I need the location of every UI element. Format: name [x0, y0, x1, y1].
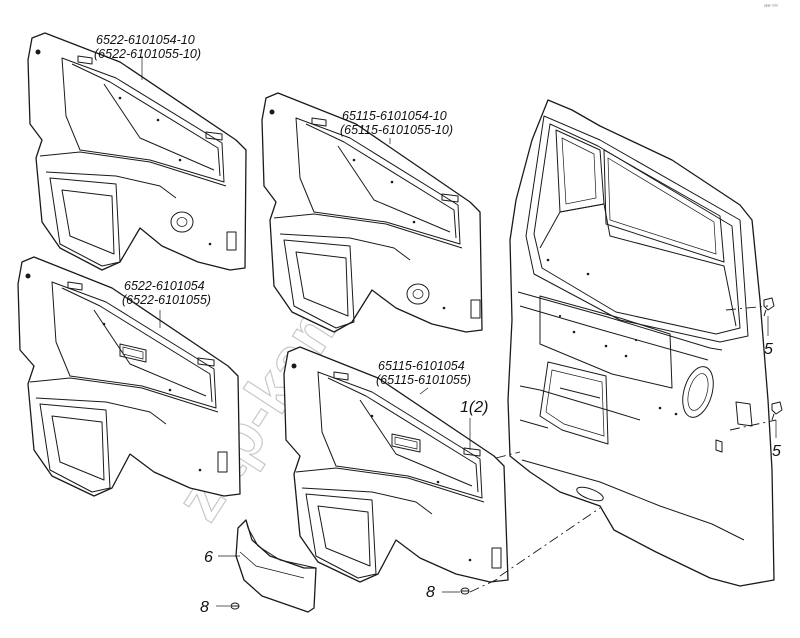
label-mid-center-line2: (65115-6101055) [376, 373, 471, 387]
label-top-left-line1: 6522-6101054-10 [96, 33, 195, 47]
cab-door-frame [507, 99, 775, 587]
callout-main-part: 1(2) [460, 399, 488, 416]
door-panel-mid-center [283, 346, 509, 583]
leader-lines [141, 56, 777, 607]
callout-pocket: 6 [204, 549, 213, 566]
label-mid-left-line2: (6522-6101055) [122, 293, 211, 307]
door-pocket-part [235, 519, 317, 613]
screw-left [230, 602, 240, 610]
callout-clip-upper: 5 [764, 341, 773, 358]
label-top-center-line2: (65115-6101055-10) [340, 123, 453, 137]
label-top-left-line2: (6522-6101055-10) [94, 47, 201, 61]
screw-right [460, 587, 470, 595]
door-clip-upper [763, 297, 775, 317]
door-clip-lower [771, 401, 783, 421]
door-panel-top-center [261, 92, 483, 333]
label-mid-center-line1: 65115-6101054 [378, 359, 465, 373]
callout-screw-left: 8 [200, 599, 209, 616]
label-top-center-line1: 65115-6101054-10 [342, 109, 447, 123]
callout-clip-lower: 5 [772, 443, 781, 460]
label-mid-left-line1: 6522-6101054 [124, 279, 205, 293]
corner-code: ᴳᴿᴾ ⁰⁰⁰ [764, 4, 778, 10]
door-panel-mid-left [17, 256, 241, 497]
door-panel-top-left [27, 32, 247, 271]
callout-screw-right: 8 [426, 584, 435, 601]
